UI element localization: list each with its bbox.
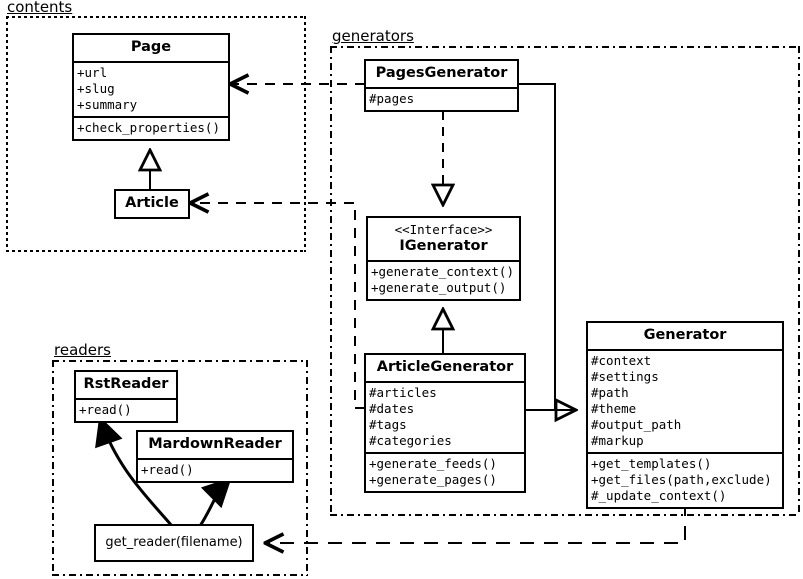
attribute-item: #settings	[591, 369, 659, 384]
method-item: +check_properties()	[77, 120, 220, 135]
class-stereotype-igenerator: <<Interface>>	[394, 222, 493, 237]
class-box-articlegenerator[interactable]: ArticleGenerator #articles #dates #tags …	[364, 353, 526, 493]
class-box-rstreader[interactable]: RstReader +read()	[74, 370, 178, 423]
method-item: +generate_context()	[371, 264, 514, 279]
attribute-item: #pages	[369, 91, 415, 106]
attribute-item: #articles	[369, 385, 437, 400]
class-name-articlegenerator: ArticleGenerator	[376, 359, 514, 375]
attribute-item: +url	[77, 65, 108, 80]
attribute-item: #tags	[369, 417, 407, 432]
method-item: +get_files(path,exclude)	[591, 472, 772, 487]
class-methods-articlegenerator: +generate_feeds() +generate_pages()	[366, 452, 524, 491]
package-readers-label: readers	[53, 341, 113, 359]
method-item: #_update_context()	[591, 488, 727, 503]
method-item: +get_templates()	[591, 456, 712, 471]
class-box-page[interactable]: Page +url +slug +summary +check_properti…	[72, 33, 230, 141]
attribute-item: #categories	[369, 433, 452, 448]
attribute-item: #dates	[369, 401, 415, 416]
class-name-page: Page	[130, 39, 172, 55]
class-name-article: Article	[125, 195, 179, 211]
attribute-item: #theme	[591, 401, 637, 416]
package-generators-label: generators	[331, 27, 416, 45]
function-box-get-reader[interactable]: get_reader(filename)	[94, 524, 254, 562]
attribute-item: #context	[591, 353, 652, 368]
class-attributes-page: +url +slug +summary	[74, 61, 228, 116]
attribute-item: +slug	[77, 81, 115, 96]
method-item: +read()	[79, 402, 132, 417]
class-box-generator[interactable]: Generator #context #settings #path #them…	[586, 321, 784, 509]
class-methods-markdownreader: +read()	[138, 458, 292, 481]
attribute-item: #output_path	[591, 417, 682, 432]
class-methods-generator: +get_templates() +get_files(path,exclude…	[588, 452, 782, 507]
class-attributes-articlegenerator: #articles #dates #tags #categories	[366, 381, 524, 452]
class-attributes-generator: #context #settings #path #theme #output_…	[588, 349, 782, 452]
class-name-igenerator: <<Interface>> IGenerator	[368, 218, 519, 260]
method-item: +generate_feeds()	[369, 456, 497, 471]
class-methods-page: +check_properties()	[74, 116, 228, 139]
method-item: +generate_output()	[371, 280, 507, 295]
class-box-igenerator[interactable]: <<Interface>> IGenerator +generate_conte…	[366, 216, 521, 301]
function-name-get-reader: get_reader(filename)	[105, 535, 243, 550]
class-name-label-igenerator: IGenerator	[399, 238, 488, 254]
class-methods-rstreader: +read()	[76, 398, 176, 421]
attribute-item: #path	[591, 385, 629, 400]
class-methods-igenerator: +generate_context() +generate_output()	[368, 260, 519, 299]
attribute-item: +summary	[77, 97, 138, 112]
method-item: +read()	[141, 462, 194, 477]
class-name-markdownreader: MardownReader	[148, 436, 282, 452]
package-contents-label: contents	[6, 0, 75, 16]
class-name-rstreader: RstReader	[83, 376, 169, 392]
class-name-generator: Generator	[643, 327, 727, 343]
class-box-pagesgenerator[interactable]: PagesGenerator #pages	[364, 59, 519, 112]
attribute-item: #markup	[591, 433, 644, 448]
class-box-article[interactable]: Article	[114, 189, 190, 219]
class-attributes-pagesgenerator: #pages	[366, 87, 517, 110]
class-box-markdownreader[interactable]: MardownReader +read()	[136, 430, 294, 483]
method-item: +generate_pages()	[369, 472, 497, 487]
class-name-pagesgenerator: PagesGenerator	[375, 65, 508, 81]
